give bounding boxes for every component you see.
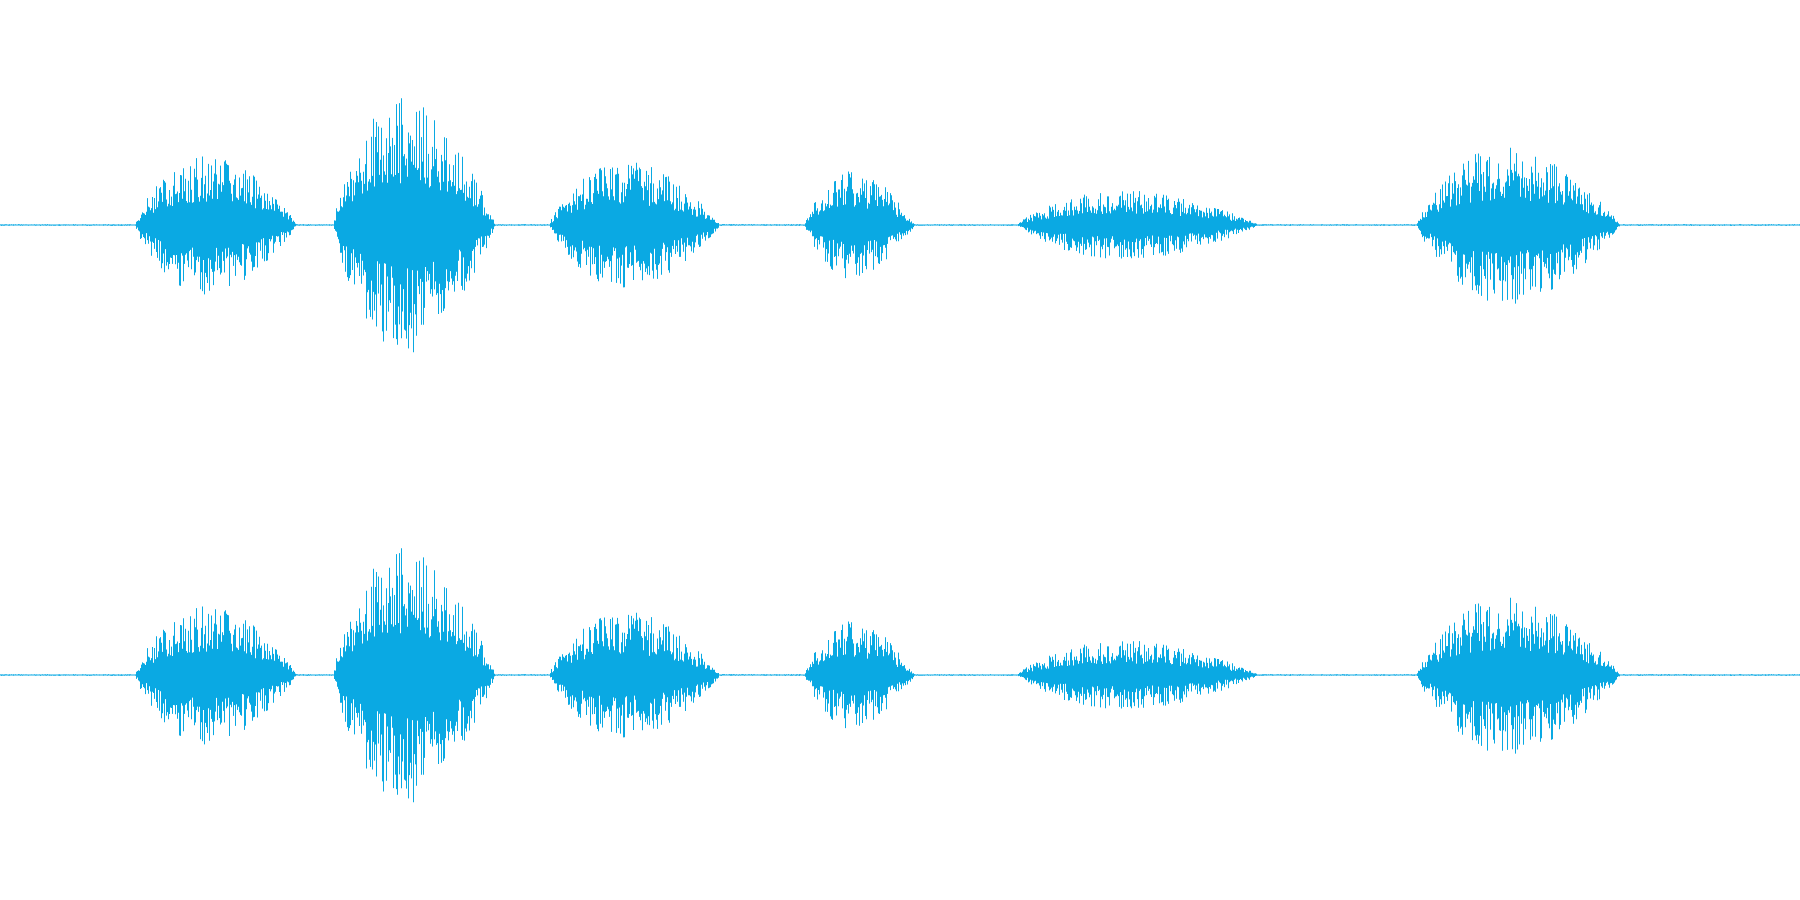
waveform-samples-left-channel: [0, 98, 1800, 353]
waveform-channel-right: [0, 548, 1800, 803]
waveform-samples-right-channel: [0, 548, 1800, 803]
waveform-channel-left: [0, 98, 1800, 353]
